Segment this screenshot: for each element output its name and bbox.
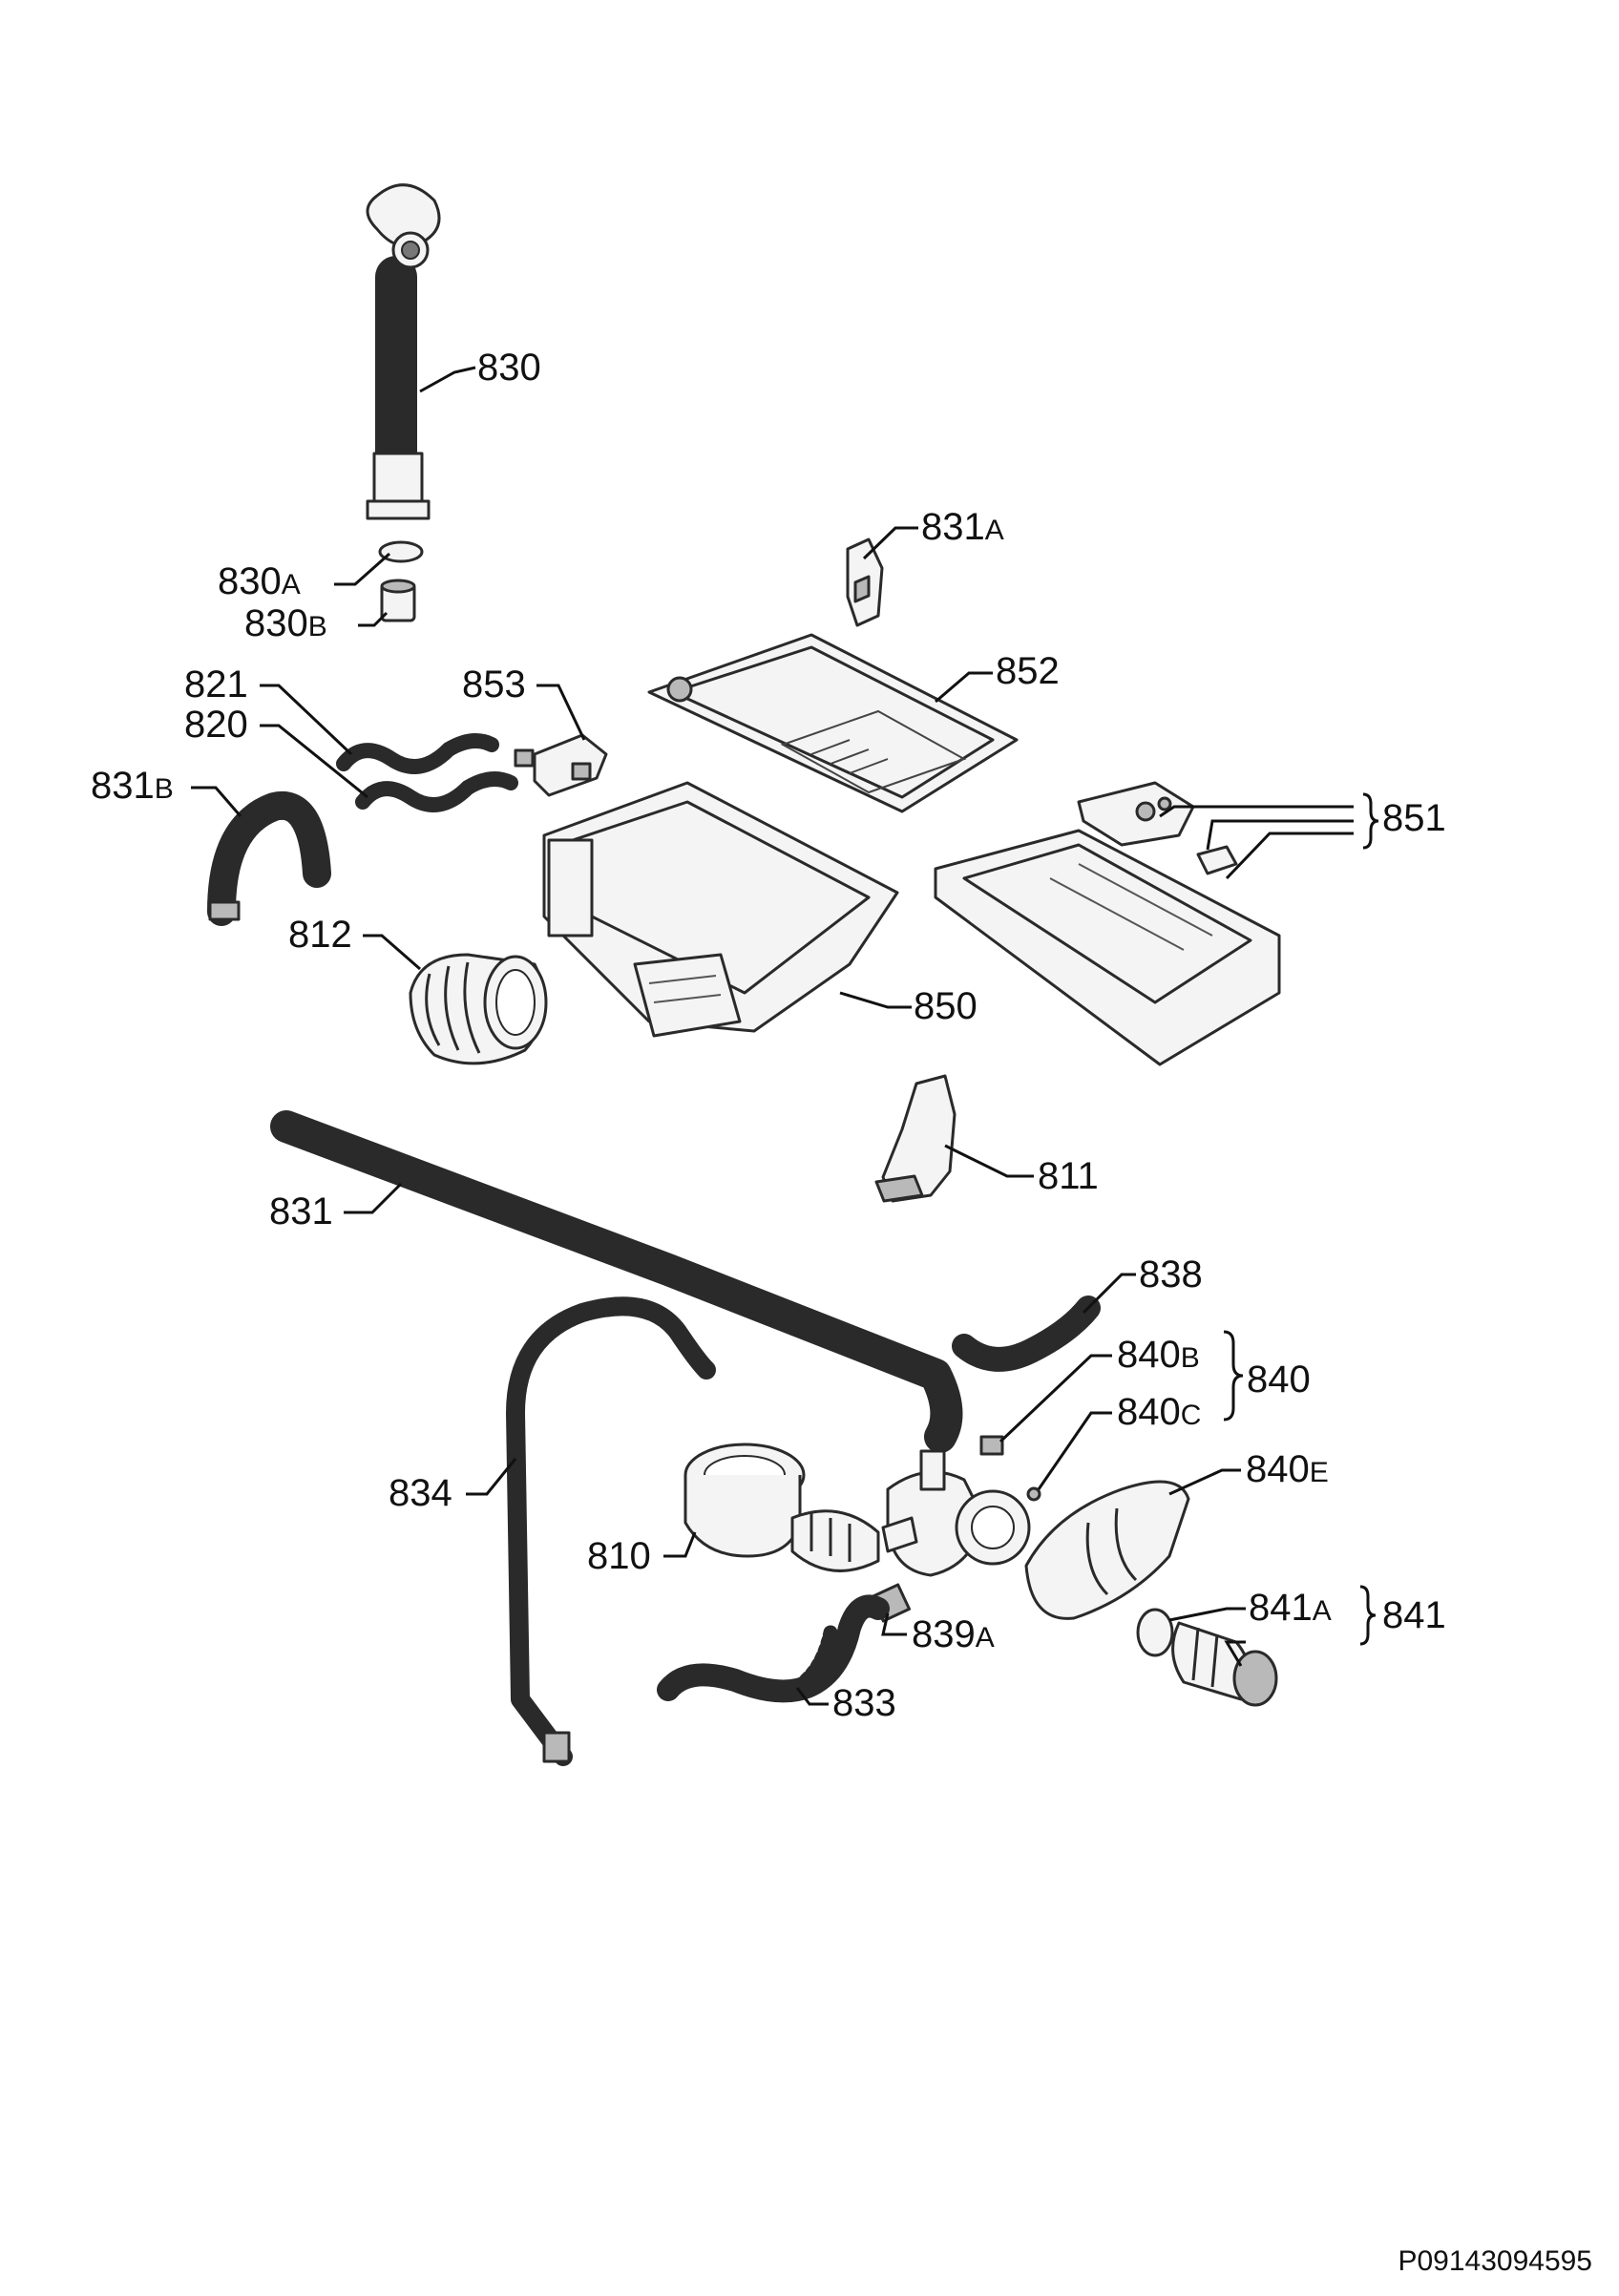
label-number: 839 (912, 1613, 976, 1655)
label-suffix: B (1181, 1342, 1200, 1374)
label-suffix: B (308, 611, 327, 642)
part-840-pump (881, 1435, 1041, 1577)
label-833: 833 (832, 1682, 896, 1724)
label-number: 850 (914, 985, 978, 1027)
label-suffix: B (155, 773, 174, 805)
label-number: 841 (1249, 1587, 1313, 1629)
label-number: 830 (244, 602, 308, 644)
part-831a-clip (846, 537, 884, 627)
label-number: 810 (587, 1535, 651, 1577)
label-834: 834 (389, 1472, 452, 1514)
label-number: 812 (288, 914, 352, 956)
brace-851 (1362, 792, 1379, 850)
part-853-valve (514, 733, 608, 797)
part-851-drawer (934, 781, 1281, 1066)
part-830b-nut (380, 579, 416, 622)
part-833-hose (657, 1594, 890, 1703)
part-830-drain-hose (366, 183, 441, 520)
label-850: 850 (914, 985, 978, 1027)
label-830: 830 (477, 347, 541, 389)
label-number: 851 (1382, 797, 1446, 839)
label-840c: 840C (1117, 1391, 1201, 1433)
brace-840 (1223, 1330, 1244, 1422)
label-suffix: E (1310, 1457, 1329, 1488)
label-suffix: A (1313, 1595, 1332, 1627)
part-810-sump (683, 1443, 880, 1572)
label-suffix: A (985, 515, 1004, 546)
part-852-top-cover (647, 633, 1019, 813)
label-number: 834 (389, 1472, 452, 1514)
label-853: 853 (462, 664, 526, 706)
label-suffix: C (1181, 1400, 1202, 1431)
part-812-bellows (409, 953, 548, 1065)
part-840e-cover (1024, 1480, 1190, 1620)
label-number: 811 (1038, 1155, 1099, 1197)
label-number: 840 (1117, 1334, 1181, 1376)
label-831a: 831A (921, 506, 1004, 548)
part-821-tube (336, 733, 499, 774)
label-number: 833 (832, 1682, 896, 1724)
label-suffix: A (976, 1622, 995, 1654)
brace-841 (1359, 1585, 1377, 1646)
label-number: 840 (1246, 1448, 1310, 1490)
label-838: 838 (1139, 1253, 1203, 1295)
label-811: 811 (1038, 1155, 1099, 1197)
label-839a: 839A (912, 1613, 995, 1655)
label-840e: 840E (1246, 1448, 1329, 1490)
part-811-chute (874, 1074, 957, 1203)
label-830b: 830B (244, 602, 327, 644)
callout-labels: 830830A830B831A852853821820831B851812850… (91, 347, 1446, 1724)
label-840b: 840B (1117, 1334, 1200, 1376)
label-831: 831 (269, 1190, 333, 1232)
label-841a: 841A (1249, 1587, 1332, 1629)
label-suffix: A (282, 569, 301, 600)
label-840: 840 (1247, 1359, 1311, 1401)
part-841-filter (1171, 1621, 1278, 1707)
label-number: 830 (477, 347, 541, 389)
label-852: 852 (996, 650, 1060, 692)
label-841: 841 (1382, 1594, 1446, 1636)
part-834-long-tube (506, 1296, 716, 1766)
part-830a-ring (378, 540, 424, 563)
label-number: 831 (921, 506, 985, 548)
part-841a-ring (1136, 1608, 1174, 1657)
label-851: 851 (1382, 797, 1446, 839)
label-number: 820 (184, 704, 248, 746)
label-number: 840 (1117, 1391, 1181, 1433)
part-838-small-hose (952, 1295, 1101, 1372)
label-830a: 830A (218, 560, 301, 602)
label-820: 820 (184, 704, 248, 746)
label-810: 810 (587, 1535, 651, 1577)
part-831-long-hose (270, 1110, 963, 1453)
leader-lines (191, 366, 1354, 1706)
part-831b-hose-bend (207, 790, 331, 926)
label-number: 840 (1247, 1359, 1311, 1401)
label-number: 838 (1139, 1253, 1203, 1295)
label-number: 821 (184, 664, 248, 706)
part-820-tube (355, 771, 518, 812)
label-number: 852 (996, 650, 1060, 692)
part-850-dispenser-housing (542, 781, 899, 1038)
label-number: 831 (91, 765, 155, 807)
label-number: 831 (269, 1190, 333, 1232)
label-number: 853 (462, 664, 526, 706)
label-821: 821 (184, 664, 248, 706)
document-id: P09143094595 (1398, 2245, 1592, 2277)
label-number: 841 (1382, 1594, 1446, 1636)
label-831b: 831B (91, 765, 174, 807)
label-number: 830 (218, 560, 282, 602)
label-812: 812 (288, 914, 352, 956)
